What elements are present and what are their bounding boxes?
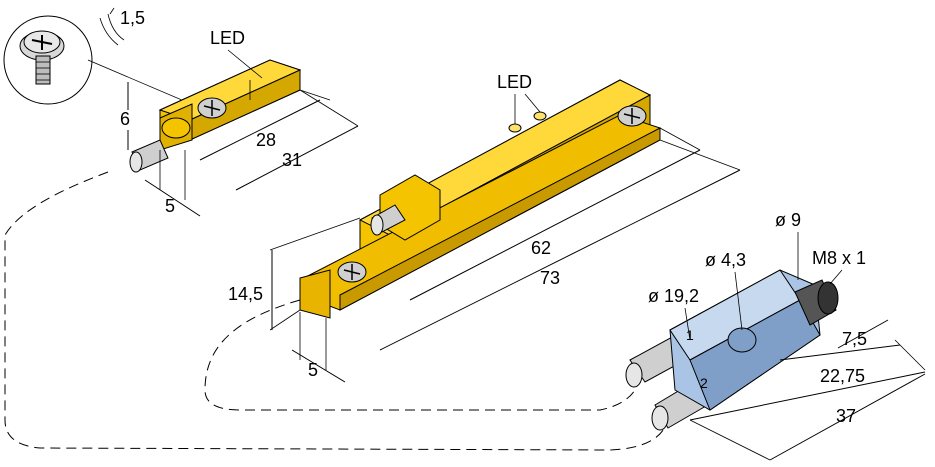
label-small-28: 28 xyxy=(256,130,276,150)
label-dia-9: ø 9 xyxy=(775,210,801,230)
screw-detail: 1,5 xyxy=(3,7,211,113)
large-sensor: LED 62 73 14,5 5 xyxy=(228,72,741,383)
label-large-73: 73 xyxy=(540,268,560,288)
y-connector: 1 2 ø 9 ø 4,3 M8 x 1 ø 19,2 7,5 22,75 37 xyxy=(625,210,926,461)
label-small-31: 31 xyxy=(282,150,302,170)
label-led-large: LED xyxy=(497,72,532,92)
label-thread: M8 x 1 xyxy=(812,248,866,268)
small-sensor: LED 6 28 31 5 xyxy=(120,28,359,217)
label-port-2: 2 xyxy=(700,375,708,391)
label-large-width: 5 xyxy=(308,360,318,380)
label-dia-192: ø 19,2 xyxy=(648,286,699,306)
label-dia-43: ø 4,3 xyxy=(705,250,746,270)
label-large-62: 62 xyxy=(531,238,551,258)
label-len-2275: 22,75 xyxy=(820,366,865,386)
cable-path-dashed-2 xyxy=(204,299,636,411)
label-len-75: 7,5 xyxy=(842,329,867,349)
label-small-width: 5 xyxy=(165,196,175,216)
label-len-37: 37 xyxy=(836,406,856,426)
label-led-small: LED xyxy=(210,28,245,48)
label-large-height: 14,5 xyxy=(228,284,263,304)
label-small-height: 6 xyxy=(120,109,130,129)
label-screw-thickness: 1,5 xyxy=(120,8,145,28)
label-port-1: 1 xyxy=(686,327,694,343)
cable-path-dashed xyxy=(4,171,669,451)
